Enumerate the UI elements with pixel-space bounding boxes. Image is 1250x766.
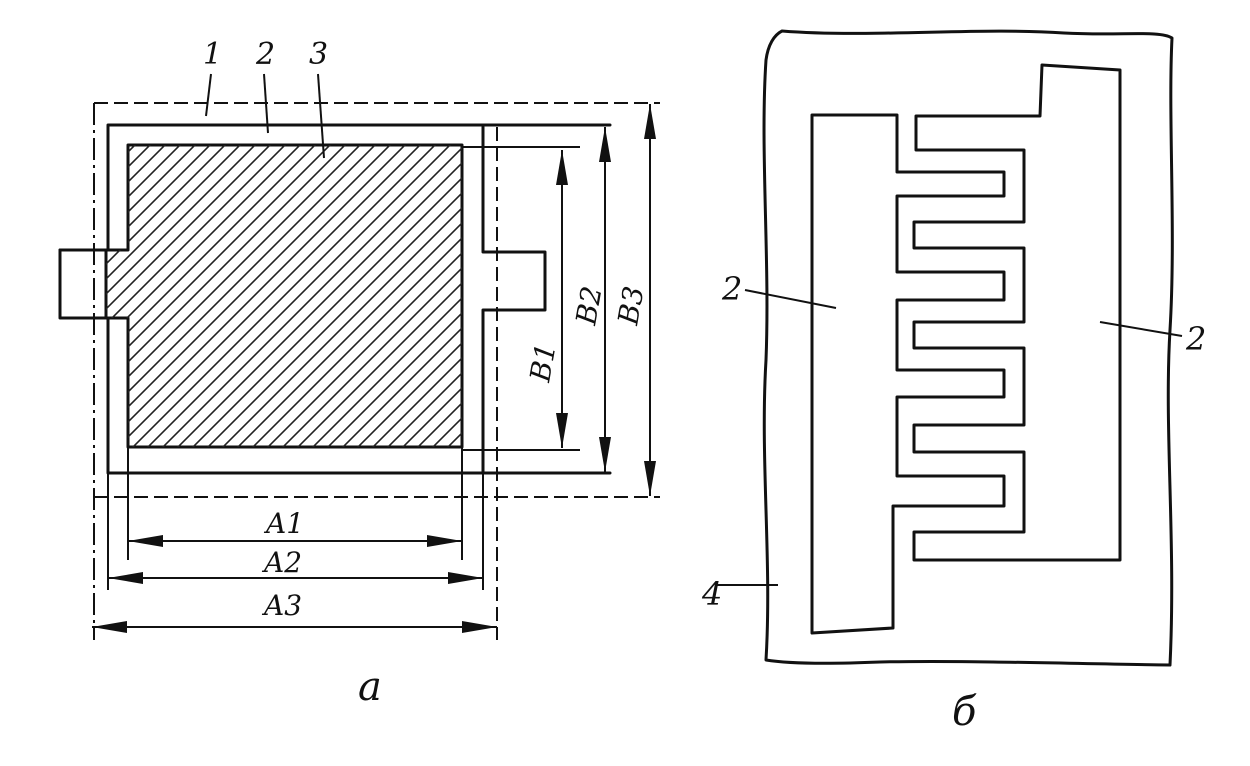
hatch-line	[495, 120, 895, 520]
layer-3-hatched-area	[0, 120, 895, 560]
hatch-line	[106, 145, 251, 447]
hatch-line	[179, 145, 462, 447]
hatch-line	[106, 145, 462, 447]
left-comb-electrode	[810, 113, 1006, 635]
hatch-line	[106, 145, 461, 447]
hatch-line	[106, 145, 206, 447]
dimension-b1	[556, 150, 568, 448]
dimension-a3	[92, 621, 497, 633]
hatch-line	[106, 145, 221, 447]
hatch-line	[106, 145, 116, 447]
hatch-line	[0, 120, 100, 520]
hatch-line	[106, 145, 296, 447]
part-label-1: 1	[203, 37, 222, 72]
hatch-line	[106, 145, 236, 447]
dimension-b2	[599, 127, 611, 472]
hatch-line	[344, 145, 462, 447]
hatch-line	[239, 145, 462, 447]
hatch-line	[106, 145, 356, 447]
leader-left-comb	[744, 289, 837, 309]
hatch-line	[194, 145, 462, 447]
hatch-line	[224, 145, 462, 447]
hatch-line	[106, 145, 176, 447]
hatch-line	[106, 145, 462, 447]
hatch-line	[106, 145, 266, 447]
hatch-line	[465, 120, 865, 520]
hatch-line	[106, 145, 401, 447]
hatch-line	[209, 145, 462, 447]
hatch-line	[106, 145, 326, 447]
hatch-line	[106, 145, 281, 447]
dim-label-b2: B2	[569, 284, 608, 329]
hatch-line	[149, 145, 462, 447]
dim-label-a2: A2	[261, 546, 302, 579]
hatch-line	[106, 145, 446, 447]
layer-1-outline	[93, 102, 660, 640]
caption-a: а	[358, 664, 382, 710]
leader-right-comb	[1099, 321, 1183, 337]
hatch-line	[106, 145, 341, 447]
dim-label-b1: B1	[523, 341, 562, 386]
part-label-3: 3	[309, 37, 328, 72]
hatch-line	[134, 145, 462, 447]
dimension-a2	[108, 572, 483, 584]
label-right-comb: 2	[1185, 320, 1206, 358]
figure-b: 2 2 4 б	[701, 29, 1206, 735]
hatch-line	[314, 145, 462, 447]
hatch-line	[106, 145, 386, 447]
figure-a: 1 2 3 A1 A2 A3 B1 B2 B3 а	[0, 37, 895, 710]
hatch-line	[106, 145, 462, 447]
part-label-2: 2	[255, 37, 275, 72]
hatch-line	[329, 145, 462, 447]
hatch-line	[254, 145, 462, 447]
right-comb-electrode	[912, 63, 1122, 562]
dim-label-b3: B3	[611, 284, 650, 329]
dim-label-a1: A1	[263, 507, 304, 540]
dim-label-a3: A3	[261, 589, 302, 622]
hatch-line	[269, 145, 462, 447]
hatch-line	[106, 145, 371, 447]
substrate-outline	[762, 29, 1174, 667]
hatch-line	[106, 145, 161, 447]
hatch-line	[106, 145, 146, 447]
hatch-line	[480, 120, 880, 520]
caption-b: б	[952, 689, 977, 735]
label-substrate: 4	[701, 575, 722, 613]
label-left-comb: 2	[721, 270, 742, 308]
part-leaders	[205, 73, 325, 159]
hatch-line	[106, 145, 416, 447]
hatch-line	[106, 145, 131, 447]
hatch-line	[119, 145, 462, 447]
dimension-a1	[128, 535, 462, 547]
dimension-b3	[644, 104, 656, 496]
hatch-line	[106, 145, 431, 447]
hatch-line	[164, 145, 462, 447]
